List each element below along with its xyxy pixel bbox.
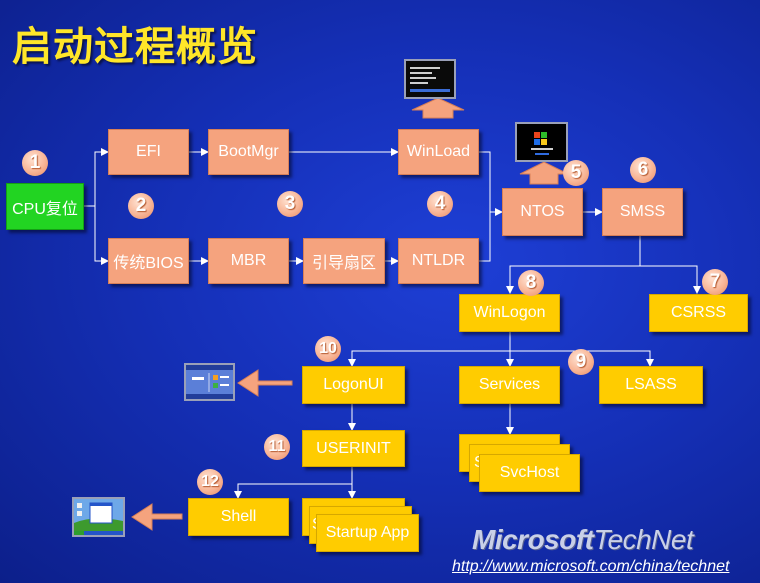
step-badge-8: 8 [518,270,544,296]
boot-screen-icon [404,59,456,99]
up-arrow-winload [411,97,465,119]
step-badge-2: 2 [128,193,154,219]
connector-winlogon-lsass [510,350,654,367]
technet-logo: MicrosoftTechNet [472,524,694,556]
node-winload: WinLoad [398,129,479,175]
node-userinit: USERINIT [302,430,405,467]
step-badge-9: 9 [568,349,594,375]
connector-cpu-bios [94,206,109,265]
step-badge-7: 7 [702,269,728,295]
node-legacy-bios: 传统BIOS [108,238,189,284]
node-svchost: SvcHost [479,454,580,492]
node-startup-app: Startup App [316,514,419,552]
node-lsass: LSASS [599,366,703,404]
logon-screen-icon [184,363,235,401]
desktop-screen-icon [72,497,125,537]
up-arrow-ntos [519,161,569,185]
node-shell: Shell [188,498,289,536]
connector-smss-winlogon [506,236,641,294]
step-badge-5: 5 [563,160,589,186]
connector-cpu-efi [84,148,109,207]
step-badge-10: 10 [315,336,341,362]
step-badge-6: 6 [630,157,656,183]
node-csrss: CSRSS [649,294,748,332]
step-badge-11: 11 [264,434,290,460]
node-ntldr: NTLDR [398,238,479,284]
node-services: Services [459,366,560,404]
node-boot-sector: 引导扇区 [303,238,385,284]
step-badge-4: 4 [427,191,453,217]
logo-brand: Microsoft [472,524,594,555]
left-arrow-shell [131,503,183,531]
node-ntos: NTOS [502,188,583,236]
step-badge-12: 12 [197,469,223,495]
connector-userinit-shell [234,467,353,499]
node-cpu-reset: CPU复位 [6,183,84,230]
connector-winload-ntos [479,151,503,216]
step-badge-1: 1 [22,150,48,176]
windows-xp-screen-icon [515,122,568,162]
connector-smss-csrss [640,265,701,294]
page-title: 启动过程概览 [12,24,258,70]
node-smss: SMSS [602,188,683,236]
connector-ntldr-ntos [479,212,491,262]
node-mbr: MBR [208,238,289,284]
technet-url[interactable]: http://www.microsoft.com/china/technet [452,558,730,575]
connector-winlogon-logonui [348,350,510,367]
node-efi: EFI [108,129,189,175]
node-winlogon: WinLogon [459,294,560,332]
node-logonui: LogonUI [302,366,405,404]
node-bootmgr: BootMgr [208,129,289,175]
left-arrow-logonui [237,369,293,397]
step-badge-3: 3 [277,191,303,217]
logo-product: TechNet [593,524,694,555]
